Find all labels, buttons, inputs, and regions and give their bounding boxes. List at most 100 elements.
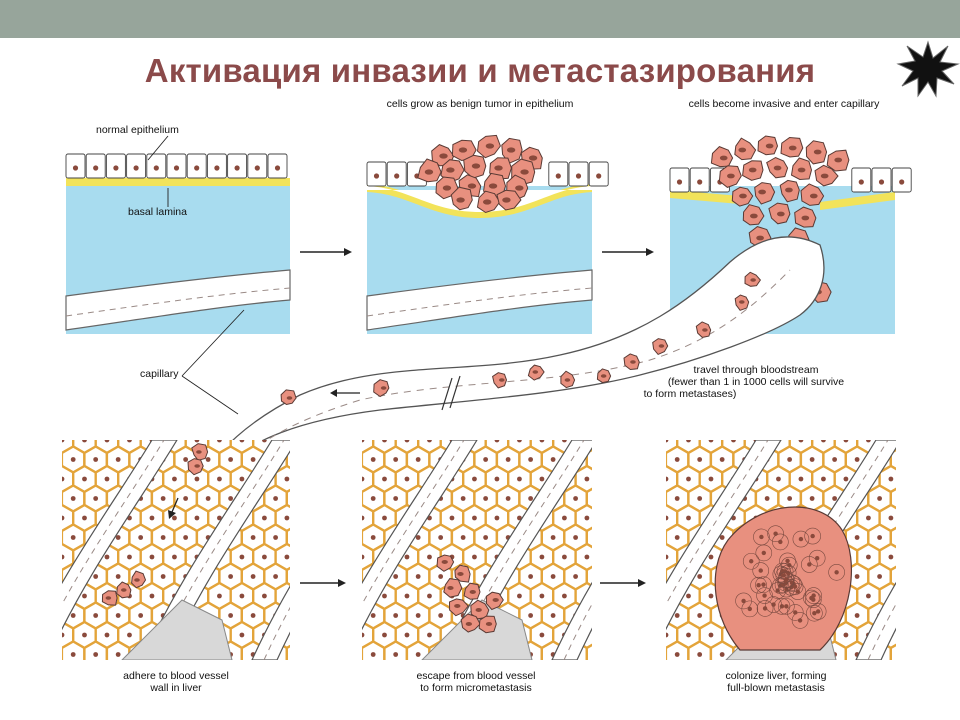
hepatocyte-nucleus [318,574,323,579]
hepatocyte [309,564,332,590]
metastasis-nucleus [807,562,812,567]
tumor-nucleus [286,396,293,400]
hepatocyte-nucleus [550,535,556,540]
hepatocyte-nucleus [93,574,99,579]
hepatocyte-nucleus [362,515,365,521]
hepatocyte-nucleus [539,593,545,599]
hepatocyte-nucleus [888,476,894,482]
hepatocyte-nucleus [370,457,376,462]
tumor-nucleus [532,370,539,374]
hepatocyte-nucleus [296,652,301,657]
hepatocyte-nucleus [911,477,916,482]
hepatocyte-nucleus [618,691,623,696]
hepatocyte [913,603,936,629]
hepatocyte-nucleus [618,535,623,540]
hepatocyte-nucleus [427,440,432,443]
hepatocyte-nucleus [719,457,725,462]
panel-benign-tumor [366,134,609,334]
hepatocyte-nucleus [362,476,365,482]
hepatocyte-nucleus [922,574,927,579]
hepatocyte-nucleus [104,632,110,638]
liver-blood-vessel [62,440,178,631]
hepatocyte-nucleus [296,457,301,462]
hepatocyte-nucleus [228,496,234,501]
metastasis-nucleus [811,593,816,598]
hepatocyte-nucleus [250,457,256,462]
hepatocyte-nucleus [674,457,680,462]
hepatocyte-nucleus [115,613,121,618]
cell-nucleus [878,179,885,185]
tumor-nucleus [797,167,806,173]
hepatocyte-nucleus [821,476,826,482]
hepatocyte-nucleus [239,593,245,599]
hepatocyte-nucleus [273,574,278,579]
tumor-nucleus [776,211,785,217]
hepatocyte-nucleus [666,632,669,638]
metastasis-nucleus [747,606,752,612]
hepatocyte-nucleus [809,457,815,462]
label-escape-2: to form micrometastasis [420,682,532,694]
tumor-nucleus [750,213,758,219]
hepatocyte-nucleus [228,574,234,579]
metastasis-nucleus [761,550,766,556]
hepatocyte-nucleus [104,554,110,560]
metastasis-nucleus [793,610,798,615]
arrow-3 [300,579,346,587]
hepatocyte-nucleus [138,613,144,618]
hepatocyte [902,583,925,609]
hepatocyte-nucleus [382,440,387,443]
hepatocyte [298,583,321,609]
cell-nucleus [113,165,119,171]
hepatocyte-nucleus [854,574,860,579]
hepatocyte-nucleus [866,554,871,560]
hepatocyte [609,642,632,668]
hepatocyte [585,565,592,588]
hepatocyte-nucleus [427,554,432,560]
hepatocyte-nucleus [539,554,545,560]
hepatocyte-nucleus [832,457,838,462]
hepatocyte-nucleus [900,496,905,501]
hepatocyte-nucleus [697,574,703,579]
tumor-nucleus [506,147,516,153]
hepatocyte [913,447,936,473]
hepatocyte-nucleus [160,496,166,501]
hepatocyte-nucleus [764,496,770,501]
metastasis-nucleus [810,533,815,539]
metastasis-nucleus [782,569,788,574]
hepatocyte-nucleus [370,535,376,540]
hepatocyte-nucleus [674,496,680,501]
metastasis-nucleus [783,577,789,583]
label-normal-epithelium: normal epithelium [96,124,179,136]
tumor-nucleus [446,167,455,173]
hepatocyte-nucleus [697,457,703,462]
hepatocyte-nucleus [360,672,365,677]
hepatocyte-nucleus [160,574,166,579]
hepatocyte-nucleus [93,496,99,501]
hepatocyte-nucleus [115,535,121,540]
hepatocyte [585,487,592,510]
hepatocyte-nucleus [731,440,736,443]
hepatocyte-nucleus [686,515,691,521]
hepatocyte-nucleus [138,535,144,540]
label-escape-1: escape from blood vessel [416,670,536,682]
tumor-nucleus [439,153,448,159]
hepatocyte-nucleus [393,496,399,501]
hepatocyte-nucleus [415,652,421,657]
hepatocyte-nucleus [194,440,200,443]
hepatocyte-nucleus [573,496,578,501]
tumor-nucleus [719,155,728,161]
hepatocyte-nucleus [528,574,534,579]
tumor-nucleus [658,344,665,348]
hepatocyte-nucleus [239,440,245,443]
label-basal-lamina: basal lamina [128,206,187,218]
hepatocyte [298,622,321,648]
tumor-nucleus [750,278,756,282]
hepatocyte-nucleus [900,457,905,462]
hepatocyte-nucleus [472,554,477,560]
label-benign-tumor: cells grow as benign tumor in epithelium [386,98,574,110]
tumor-nucleus [809,193,818,199]
liver-blood-vessel [551,581,592,660]
hepatocyte [902,505,925,531]
metastasis-nucleus [758,568,763,573]
